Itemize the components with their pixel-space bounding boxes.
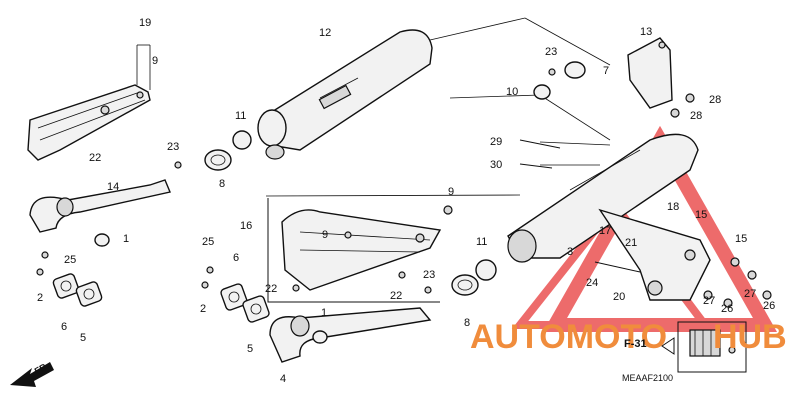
- flange-5a: [75, 281, 103, 307]
- callout-8: 8: [219, 178, 225, 190]
- callout-25: 25: [64, 254, 76, 266]
- bolt-9c: [443, 205, 453, 215]
- bolt-23c: [548, 68, 556, 76]
- callout-23: 23: [545, 46, 557, 58]
- callout-23: 23: [167, 141, 179, 153]
- callout-20: 20: [613, 291, 625, 303]
- clamp-8b: [451, 274, 479, 296]
- callout-1: 1: [321, 307, 327, 319]
- front-label: FR.: [33, 360, 51, 376]
- callout-15: 15: [735, 233, 747, 245]
- callout-14: 14: [107, 181, 119, 193]
- callout-2: 2: [37, 292, 43, 304]
- bolt-28a: [685, 93, 695, 103]
- bolt-15b: [730, 257, 740, 267]
- front-arrow: [10, 362, 54, 387]
- callout-3: 3: [567, 246, 573, 258]
- callout-19: 19: [139, 17, 151, 29]
- heat-shield-group-16: [267, 198, 442, 303]
- callout-6: 6: [61, 321, 67, 333]
- callout-17: 17: [599, 225, 611, 237]
- callout-22: 22: [89, 152, 101, 164]
- bolt-28b: [670, 108, 680, 118]
- callout-25: 25: [202, 236, 214, 248]
- callout-26: 26: [721, 303, 733, 315]
- callout-7: 7: [603, 65, 609, 77]
- muffler-3: [507, 133, 699, 263]
- callout-9: 9: [322, 229, 328, 241]
- watermark-text-hub: HUB: [713, 318, 787, 356]
- washer-26a: [723, 298, 733, 308]
- bracket-20: [598, 208, 711, 301]
- stud-25a: [41, 251, 49, 259]
- muffler-12: [257, 29, 433, 160]
- heat-shield-19: [27, 84, 151, 161]
- bolt-29: [519, 139, 561, 149]
- leader-lines: [136, 17, 611, 197]
- reference-label: F-31: [624, 338, 647, 350]
- callout-4: 4: [280, 373, 286, 385]
- washer-26b: [762, 290, 772, 300]
- flange-6a: [52, 273, 80, 299]
- callout-5: 5: [80, 332, 86, 344]
- bolt-22c: [292, 284, 300, 292]
- callout-27: 27: [703, 295, 715, 307]
- bolt-30: [519, 163, 553, 169]
- callout-30: 30: [490, 159, 502, 171]
- callout-12: 12: [319, 27, 331, 39]
- flange-5b: [242, 295, 270, 323]
- clamp-8a: [204, 149, 232, 171]
- nut-2b: [201, 281, 209, 289]
- callout-1: 1: [123, 233, 129, 245]
- callout-11: 11: [235, 110, 246, 122]
- watermark-text-main: AUTOMOTO: [470, 318, 667, 356]
- gasket-1b: [312, 330, 328, 344]
- callout-5: 5: [247, 343, 253, 355]
- callout-9: 9: [448, 186, 454, 198]
- callout-24: 24: [586, 277, 598, 289]
- callout-21: 21: [625, 237, 637, 249]
- callout-16: 16: [240, 220, 252, 232]
- callout-28: 28: [690, 110, 702, 122]
- bolt-22b: [398, 271, 406, 279]
- callout-27: 27: [744, 288, 756, 300]
- callout-6: 6: [233, 252, 239, 264]
- callout-18: 18: [667, 201, 679, 213]
- callout-10: 10: [506, 86, 518, 98]
- collar-10: [533, 84, 551, 100]
- callout-9: 9: [152, 55, 158, 67]
- callout-29: 29: [490, 136, 502, 148]
- callout-26: 26: [763, 300, 775, 312]
- diagram-code: MEAAF2100: [622, 373, 673, 383]
- exhaust-pipe-14: [29, 179, 171, 233]
- flange-6b: [220, 283, 248, 311]
- callout-2: 2: [200, 303, 206, 315]
- bolt-23a: [174, 161, 182, 169]
- nut-27a: [703, 290, 713, 300]
- gasket-1a: [94, 233, 110, 247]
- exhaust-pipe-4: [269, 307, 432, 363]
- bolt-24: [594, 261, 641, 273]
- callout-13: 13: [640, 26, 652, 38]
- inset-f31: [661, 321, 747, 373]
- bracket-13: [627, 37, 673, 109]
- stud-25b: [206, 266, 214, 274]
- bolt-23b: [424, 286, 432, 294]
- callout-8: 8: [464, 317, 470, 329]
- nut-2a: [36, 268, 44, 276]
- callout-15: 15: [695, 209, 707, 221]
- gasket-11a: [232, 130, 252, 150]
- gasket-11b: [475, 259, 497, 281]
- callout-23: 23: [423, 269, 435, 281]
- callout-11: 11: [476, 236, 487, 248]
- callout-22: 22: [390, 290, 402, 302]
- mount-7: [564, 61, 586, 79]
- callout-28: 28: [709, 94, 721, 106]
- callout-22: 22: [265, 283, 277, 295]
- nut-27b: [747, 270, 757, 280]
